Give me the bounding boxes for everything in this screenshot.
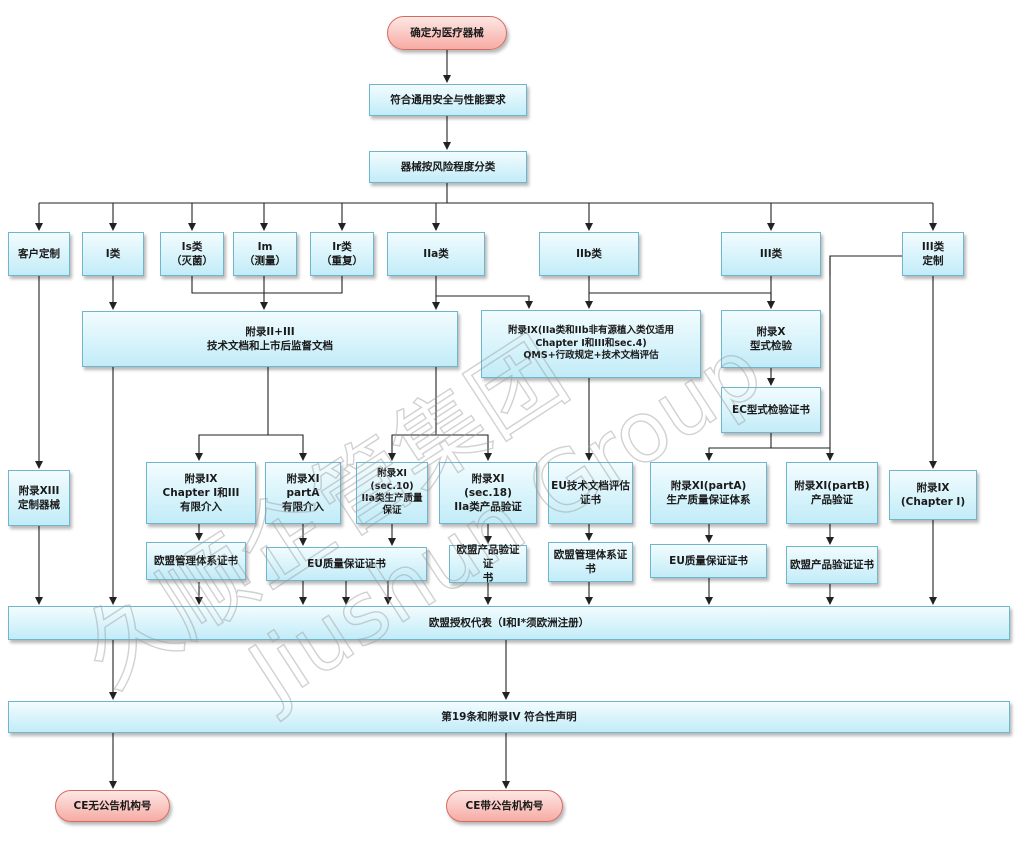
- ce-with-notified-body-terminal: CE带公告机构号: [446, 790, 563, 822]
- annex-x-box: 附录X 型式检验: [721, 310, 821, 368]
- class-iib-box: IIb类: [539, 232, 639, 276]
- ce-without-notified-body-terminal: CE无公告机构号: [55, 790, 170, 822]
- annex-ii-iii-box: 附录II+III 技术文档和上市后监督文档: [82, 311, 458, 367]
- declaration-of-conformity-bar: 第19条和附录IV 符合性声明: [8, 701, 1010, 733]
- class-iii-custom-box: III类 定制: [902, 232, 964, 276]
- annex-ix-chapter-i-iii-box: 附录IX Chapter I和III 有限介入: [146, 462, 256, 524]
- annex-xiii-box: 附录XIII 定制器械: [8, 470, 70, 526]
- class-i-box: I类: [82, 232, 144, 276]
- connector-27: [268, 434, 307, 461]
- connector-24: [829, 255, 902, 276]
- annex-xi-parta-box: 附录XI partA 有限介入: [265, 462, 341, 524]
- annex-xi-partb-box: 附录XI(partB) 产品验证: [786, 462, 878, 524]
- eu-qms-certificate-box-2: 欧盟管理体系证 书: [548, 542, 633, 582]
- eu-authorized-representative-bar: 欧盟授权代表（I和I*须欧洲注册）: [8, 606, 1010, 640]
- annex-ix-chapter-i-box: 附录IX (Chapter I): [889, 470, 977, 520]
- class-ir-box: Ir类 （重复）: [310, 232, 374, 276]
- custom-device-box: 客户定制: [8, 232, 70, 276]
- connector-35: [705, 433, 772, 461]
- annex-ix-box: 附录IX(IIa类和IIb非有源植入类仅适用 Chapter I和III和sec…: [481, 310, 701, 378]
- general-requirements-box: 符合通用安全与性能要求: [369, 84, 527, 116]
- annex-xi-sec10-box: 附录XI (sec.10) IIa类生产质量 保证: [356, 462, 428, 524]
- eu-quality-assurance-certificate-box: EU质量保证证书: [266, 547, 427, 581]
- connector-28: [388, 367, 437, 461]
- eu-quality-assurance-certificate-box-2: EU质量保证证书: [650, 544, 767, 578]
- connector-26: [195, 367, 269, 461]
- eu-product-verification-certificate-box-2: 欧盟产品验证证书: [786, 546, 878, 584]
- class-im-box: Im （测量）: [233, 232, 297, 276]
- eu-qms-certificate-box: 欧盟管理体系证书: [146, 542, 246, 580]
- connector-19: [436, 295, 533, 309]
- connector-21: [589, 292, 775, 309]
- class-is-box: Is类 （灭菌）: [160, 232, 224, 276]
- connector-16: [191, 276, 343, 294]
- connector-29: [436, 434, 492, 461]
- ec-type-certificate-box: EC型式检验证书: [721, 387, 821, 433]
- start-terminal: 确定为医疗器械: [387, 16, 507, 50]
- eu-technical-documentation-certificate-box: EU技术文档评估 证书: [548, 462, 633, 524]
- eu-product-verification-certificate-box: 欧盟产品验证证 书: [449, 544, 527, 584]
- class-iia-box: IIa类: [387, 232, 485, 276]
- class-iii-box: III类: [721, 232, 821, 276]
- risk-classification-box: 器械按风险程度分类: [369, 151, 527, 183]
- annex-xi-parta-class-iii-box: 附录XI(partA) 生产质量保证体系: [650, 462, 767, 524]
- annex-xi-sec18-box: 附录XI (sec.18) IIa类产品验证: [439, 462, 537, 524]
